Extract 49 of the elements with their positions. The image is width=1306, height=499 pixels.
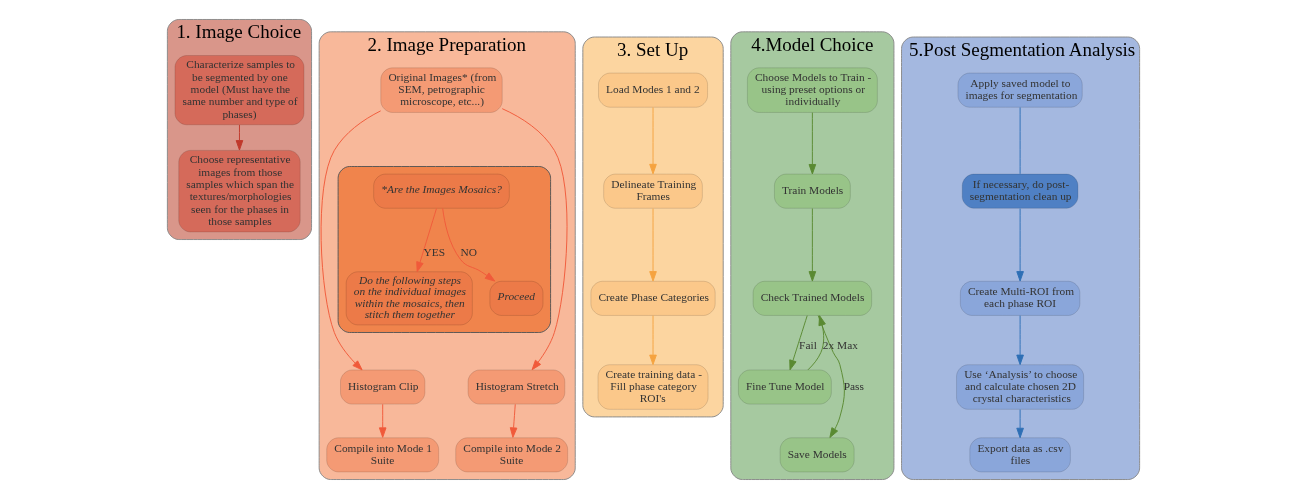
arrow [817, 315, 845, 438]
arrow [788, 315, 808, 371]
node-box: Apply saved model to images for segmentation [957, 72, 1083, 108]
arrow [808, 112, 816, 175]
edge-label: Pass [843, 379, 864, 392]
arrow [808, 208, 816, 282]
node-box: Delineate Training Frames [602, 173, 703, 209]
node-box: Do the following steps on the individual images within the mosaics, then stitch them together [345, 271, 473, 326]
arrow [1015, 208, 1024, 282]
arrow [441, 207, 495, 282]
arrow [1015, 315, 1024, 366]
node-box: Save Models [779, 437, 855, 473]
node-box: Create Multi-ROI from each phase ROI [959, 280, 1080, 316]
arrow [1015, 409, 1024, 439]
cluster [337, 166, 551, 333]
node-box: Histogram Stretch [467, 369, 565, 405]
arrow [648, 208, 657, 282]
node-box: If necessary, do post-segmentation clean up [961, 173, 1078, 209]
node-box: Use ‘Analysis’ to choose and calculate chosen 2D crystal characteristics [955, 364, 1084, 410]
node-box: Train Models [773, 173, 851, 209]
arrow [320, 110, 381, 371]
arrow [509, 403, 517, 438]
node-box: Create Phase Categories [589, 280, 716, 316]
arrow [415, 208, 437, 273]
edge-label: NO [459, 246, 477, 259]
node-box: Check Trained Models [752, 280, 872, 316]
node-box: Fine Tune Model [737, 369, 832, 405]
node-box: Compile into Mode 1 Suite [325, 437, 439, 473]
node-box: Characterize samples to be segmented by one model (Must have the same number and type of phases) [174, 55, 304, 126]
node-box: Histogram Clip [339, 369, 425, 405]
node-box: Compile into Mode 2 Suite [454, 437, 568, 473]
arrow [648, 315, 657, 366]
arrow [235, 124, 243, 151]
arrow [501, 108, 567, 371]
node-box: *Are the Images Mosaics? [372, 173, 510, 209]
node-box: Proceed [488, 280, 543, 316]
node-box: Load Modes 1 and 2 [597, 72, 708, 108]
arrow [648, 107, 657, 175]
edge-label: 2x Max [822, 339, 858, 352]
node-box: Original Images* (from SEM, petrographic microscope, etc...) [379, 67, 503, 113]
connector [1019, 107, 1021, 175]
node-box: Export data as .csv files [968, 437, 1071, 473]
arrow [806, 315, 826, 371]
node-box: Choose Models to Train - using preset options or individually [746, 67, 878, 113]
node-box: Create training data - Fill phase category ROI's [597, 364, 708, 410]
arrow [378, 403, 386, 438]
node-box: Choose representative images from those samples which span the textures/morphologies seen for the phases in those samples [177, 149, 301, 233]
edge-label: YES [422, 246, 445, 259]
edge-label: Fail [798, 339, 817, 352]
